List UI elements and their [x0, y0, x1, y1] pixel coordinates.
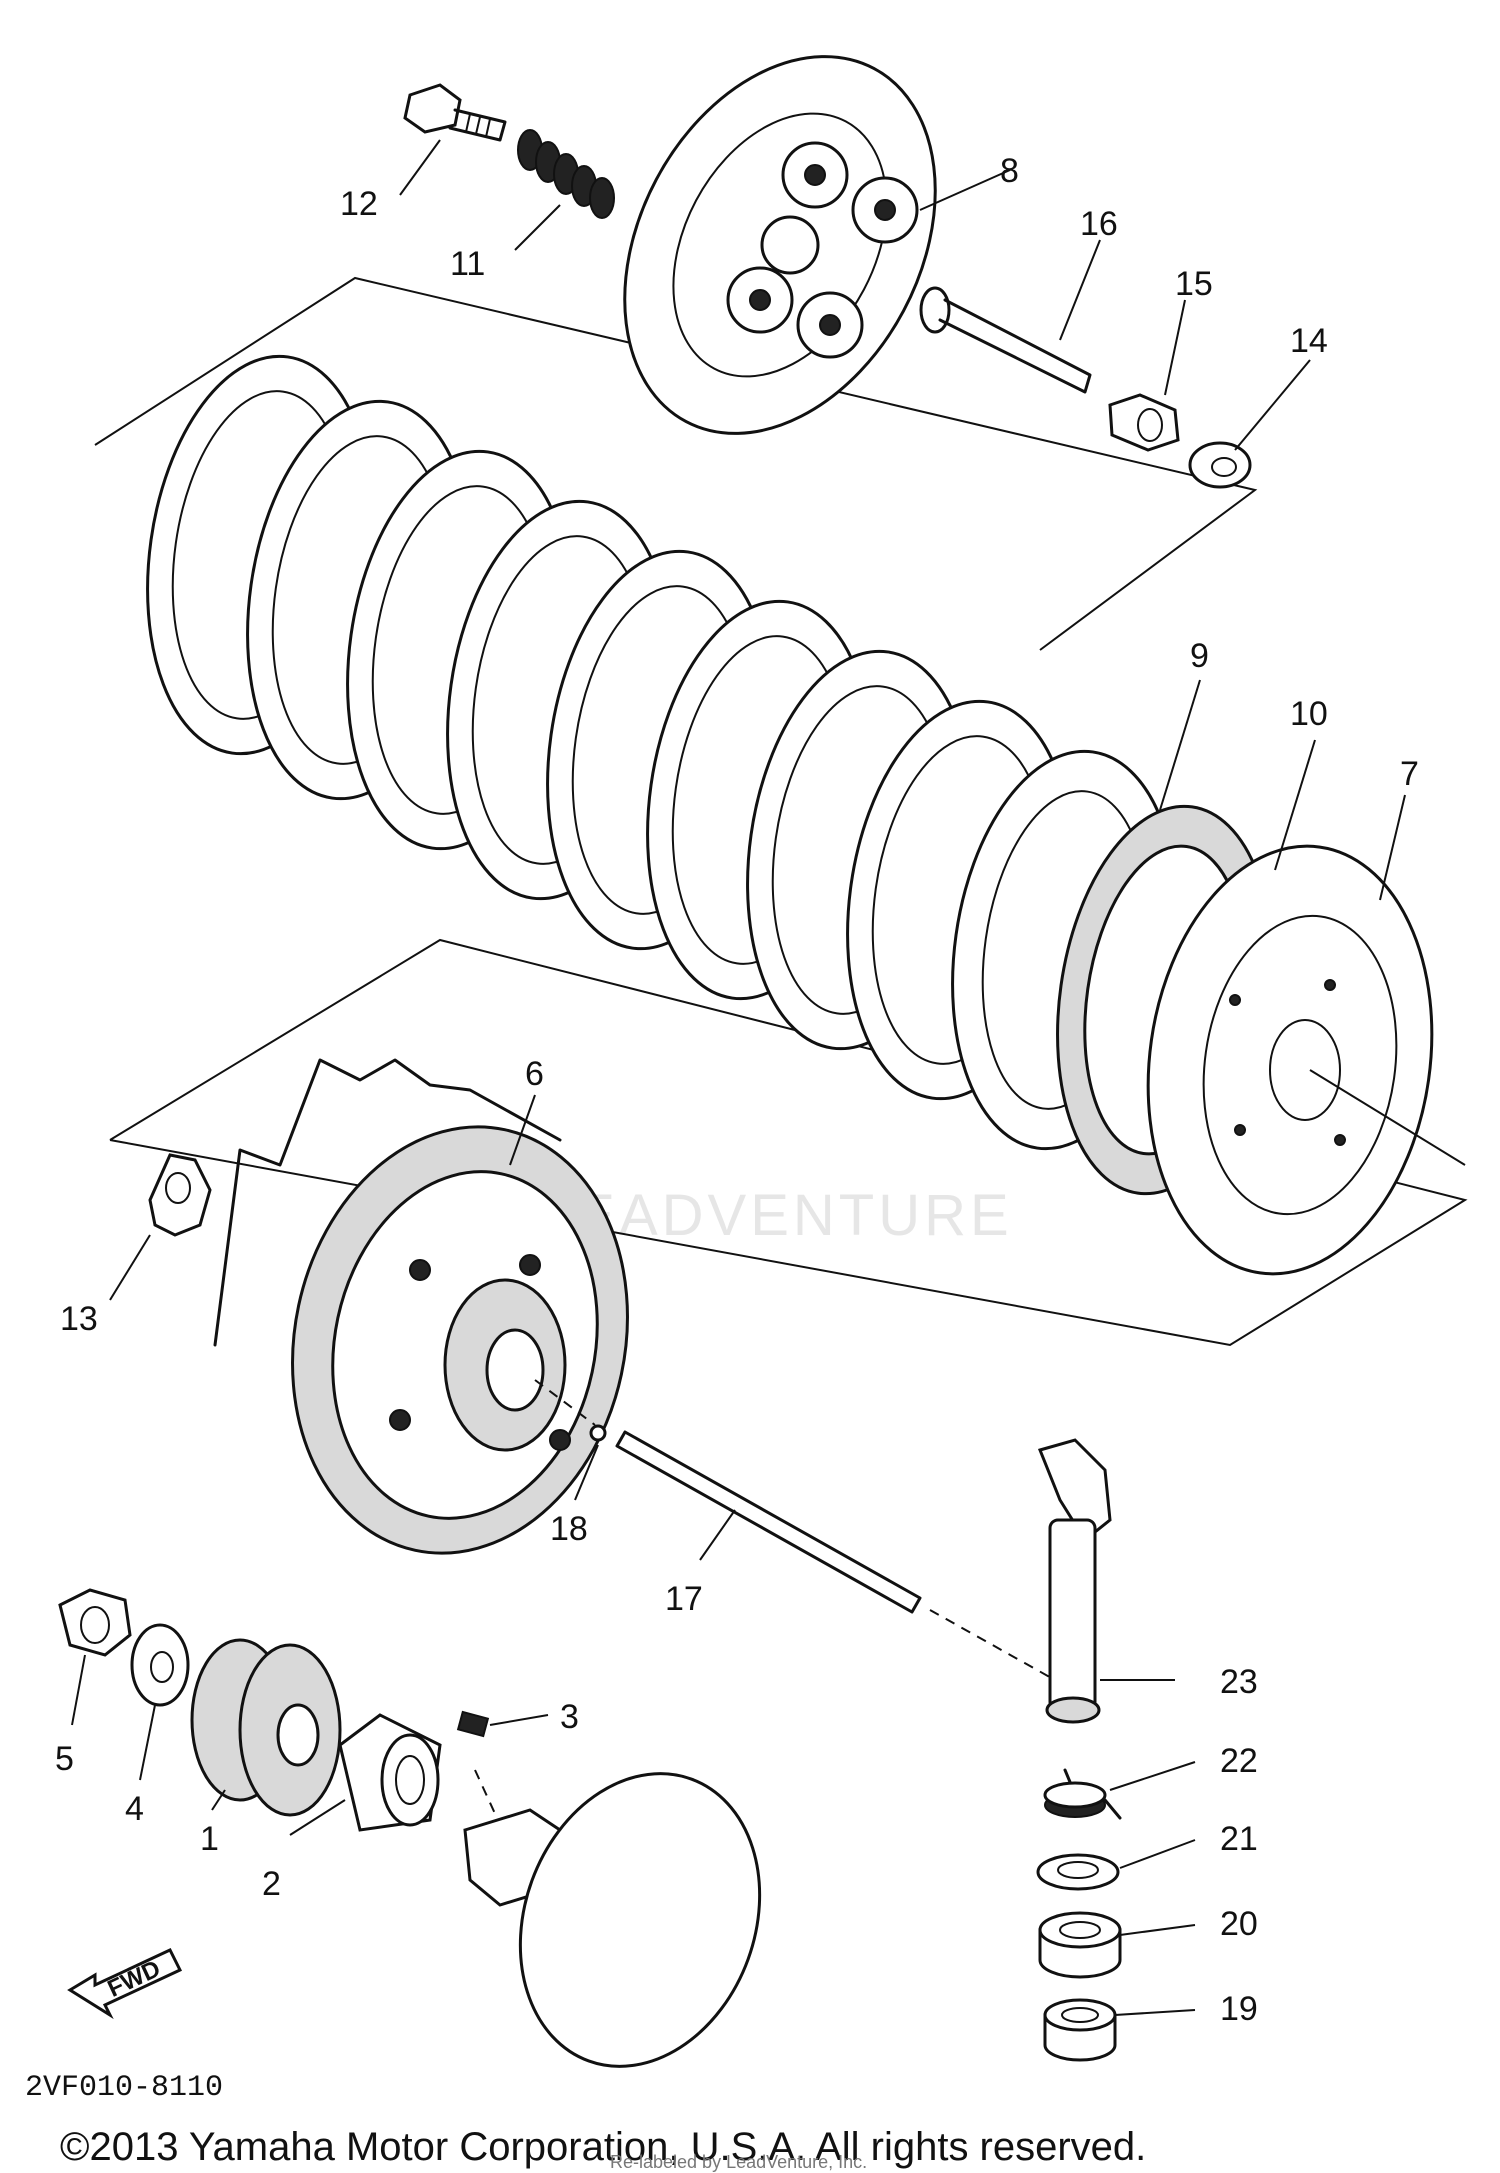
label-17: 17: [665, 1580, 703, 1618]
clutch-plate-stack: [146, 354, 1074, 1101]
label-4: 4: [125, 1790, 144, 1828]
label-1: 1: [200, 1820, 219, 1858]
label-23: 23: [1220, 1663, 1258, 1701]
crankshaft-weight: [463, 1772, 762, 2068]
label-13: 13: [60, 1300, 98, 1338]
forward-arrow-icon: FWD: [67, 1948, 183, 2020]
fwd-label: FWD: [104, 1955, 165, 2003]
label-10: 10: [1290, 695, 1328, 733]
bolt-part-12[interactable]: [403, 83, 507, 142]
label-8: 8: [1000, 152, 1019, 190]
spring-part-11[interactable]: [517, 129, 615, 219]
drawing-code: 2VF010-8110: [25, 2071, 223, 2105]
part-number-labels: 12 11 8 16 15 14 9 10 7 6 13 18 17 23 22…: [55, 152, 1419, 2028]
label-7: 7: [1400, 755, 1419, 793]
label-18: 18: [550, 1510, 588, 1548]
drive-gear-part-1[interactable]: [190, 1638, 342, 1817]
watermark-credit: Re-labeled by LeadVenture, Inc.: [610, 2152, 867, 2172]
push-rod-part-17[interactable]: [615, 1430, 922, 1614]
label-6: 6: [525, 1055, 544, 1093]
label-9: 9: [1190, 637, 1209, 675]
spacer-part-2[interactable]: [338, 1713, 442, 1832]
bearing-part-20[interactable]: [1038, 1911, 1122, 1979]
watermark-text: LEADVENTURE: [540, 1183, 1013, 1248]
push-rod-part-16[interactable]: [919, 286, 1092, 394]
pressure-plate-part-8[interactable]: [562, 3, 997, 488]
nut-part-5[interactable]: [58, 1588, 132, 1657]
clutch-housing-part-6[interactable]: [213, 1058, 666, 1585]
label-2: 2: [262, 1865, 281, 1903]
label-19: 19: [1220, 1990, 1258, 2028]
seal-part-21[interactable]: [1036, 1853, 1120, 1891]
washer-part-14[interactable]: [1188, 441, 1252, 489]
label-22: 22: [1220, 1742, 1258, 1780]
spring-part-22[interactable]: [1043, 1768, 1122, 1820]
key-part-3[interactable]: [456, 1710, 490, 1738]
lever-shaft-part-23[interactable]: [1037, 1438, 1112, 1724]
copyright-text: ©2013 Yamaha Motor Corporation, U.S.A. A…: [60, 2125, 1146, 2169]
label-12: 12: [340, 185, 378, 223]
leader-lines: [71, 139, 1406, 2016]
clutch-boss-part-7[interactable]: [1121, 828, 1466, 1293]
label-16: 16: [1080, 205, 1118, 243]
label-11: 11: [450, 245, 485, 283]
needle-bearing-part-19[interactable]: [1043, 1998, 1117, 2062]
washer-part-4[interactable]: [130, 1623, 190, 1707]
label-3: 3: [560, 1698, 579, 1736]
label-5: 5: [55, 1740, 74, 1778]
label-21: 21: [1220, 1820, 1258, 1858]
label-15: 15: [1175, 265, 1213, 303]
ball-part-18[interactable]: [589, 1424, 607, 1442]
lock-washer-part-13[interactable]: [148, 1153, 212, 1237]
label-20: 20: [1220, 1905, 1258, 1943]
nut-part-15[interactable]: [1108, 393, 1180, 452]
label-14: 14: [1290, 322, 1328, 360]
